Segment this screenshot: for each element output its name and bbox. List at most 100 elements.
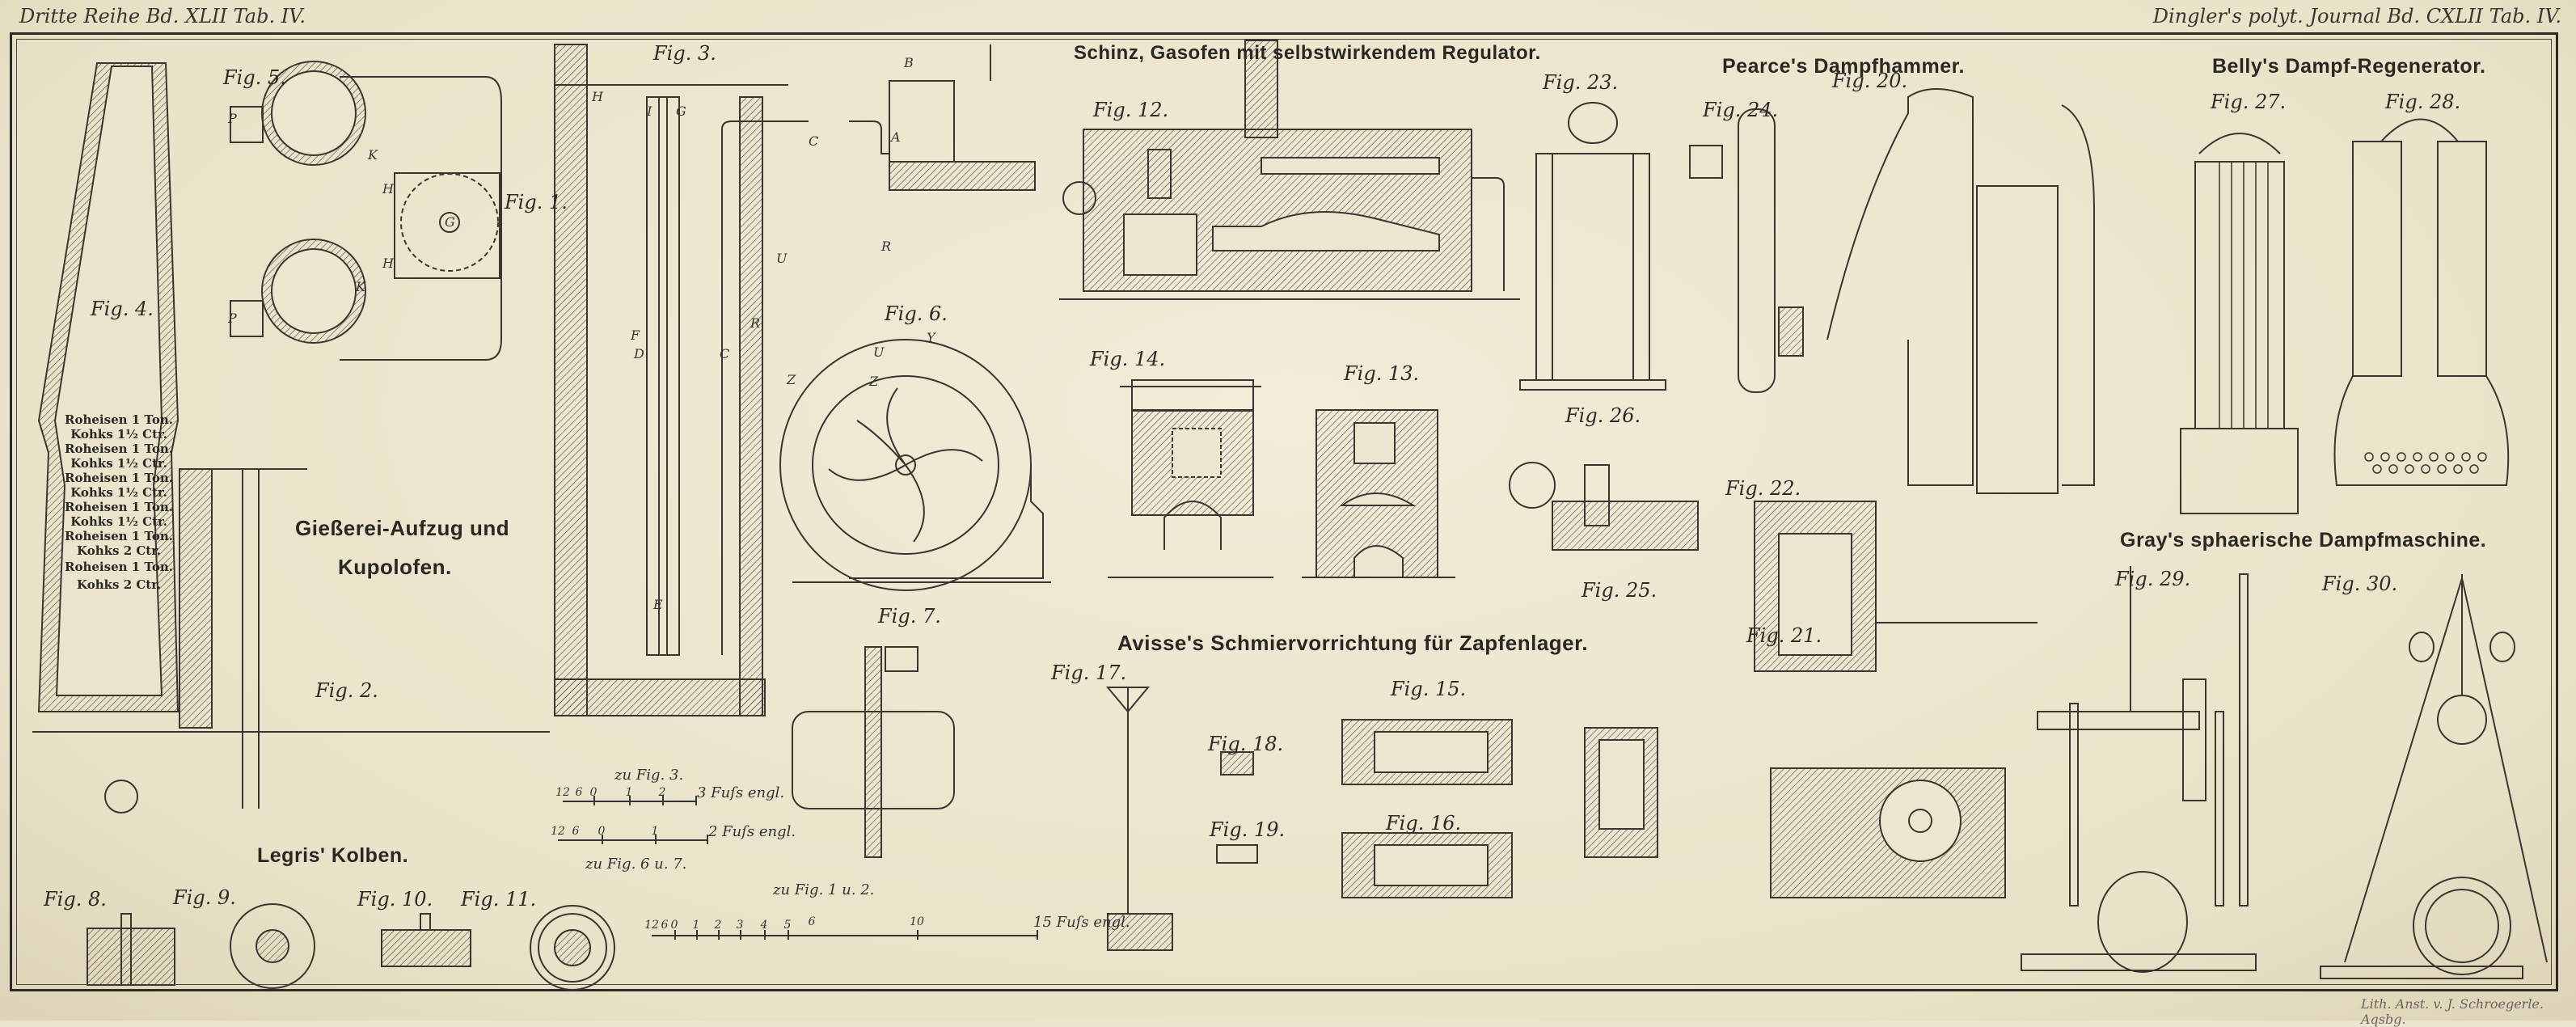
fig-label-20: Fig. 20. xyxy=(1832,70,1908,92)
scale-tick-label: 0 xyxy=(598,825,606,838)
title-legris-piston: Legris' Kolben. xyxy=(257,844,409,867)
scale-tick-label: 6 xyxy=(572,825,580,838)
scale-unit: 2 Fuſs engl. xyxy=(708,823,796,840)
part-label: C xyxy=(809,133,819,149)
part-label: D xyxy=(634,346,644,361)
scale-tick xyxy=(602,835,603,844)
fig-label-12: Fig. 12. xyxy=(1093,99,1169,121)
fig27-28-regenerator-drawing xyxy=(2180,118,2510,514)
fig-label-21: Fig. 21. xyxy=(1746,624,1822,647)
fig-label-6: Fig. 6. xyxy=(885,302,948,325)
header-right: Dingler's polyt. Journal Bd. CXLII Tab. … xyxy=(2152,5,2561,27)
fig-label-28: Fig. 28. xyxy=(2385,91,2461,113)
part-label: Y xyxy=(927,330,935,345)
fig-label-16: Fig. 16. xyxy=(1386,812,1462,835)
fig-label-18: Fig. 18. xyxy=(1208,733,1284,755)
scale-tick-label: 5 xyxy=(783,919,792,932)
charge-item: Kohks 1½ Ctr. xyxy=(70,427,167,442)
fig-label-9: Fig. 9. xyxy=(173,886,236,909)
fig-label-29: Fig. 29. xyxy=(2115,568,2191,590)
part-label: I xyxy=(647,104,652,119)
fig7-bearing-drawing xyxy=(792,646,955,858)
charge-item: Kohks 2 Ctr. xyxy=(77,543,161,558)
lithographer-imprint: Lith. Anst. v. J. Schroegerle. Aqsbg. xyxy=(2361,996,2544,1027)
title-avisse-lubricator: Avisse's Schmiervorrichtung für Zapfenla… xyxy=(1117,631,1589,655)
scale-tick-label: 0 xyxy=(589,786,598,799)
fig-label-30: Fig. 30. xyxy=(2322,573,2398,595)
scale-tick xyxy=(593,796,595,805)
title-belly-regenerator: Belly's Dampf-Regenerator. xyxy=(2212,55,2486,78)
fig17-19-drawing xyxy=(1105,687,1258,951)
part-label: K xyxy=(356,279,365,294)
scale-tick xyxy=(788,930,789,940)
fig23-24-20-drawing xyxy=(1519,88,2095,494)
part-label: H xyxy=(382,256,394,271)
charge-item: Kohks 1½ Ctr. xyxy=(70,485,167,500)
fig29-30-engine-drawing xyxy=(2021,566,2548,979)
scale-bar xyxy=(558,839,707,841)
scale-tick-label: 6 xyxy=(661,919,669,932)
scale-tick xyxy=(718,930,720,940)
charge-item: Roheisen 1 Ton. xyxy=(65,471,173,485)
part-label: R xyxy=(750,315,761,331)
charge-item: Roheisen 1 Ton. xyxy=(65,560,173,574)
fig-label-22: Fig. 22. xyxy=(1725,477,1801,500)
scale-caption: zu Fig. 3. xyxy=(614,767,684,784)
fig14-13-drawing xyxy=(1108,379,1455,578)
part-label: P xyxy=(228,311,237,326)
fig15-16-drawing xyxy=(1341,719,1513,898)
scale-tick xyxy=(1037,930,1038,940)
fig-label-5: Fig. 5. xyxy=(223,66,286,89)
charge-item: Kohks 2 Ctr. xyxy=(77,577,161,592)
fig-label-17: Fig. 17. xyxy=(1051,661,1127,684)
scale-tick-label: 2 xyxy=(658,786,666,799)
scale-fig1-2: zu Fig. 1 u. 2. 12 6 0 1 2 3 4 5 6 10 15… xyxy=(644,881,1130,946)
part-label: E xyxy=(653,597,663,612)
title-giesserei-line2: Kupolofen. xyxy=(338,555,452,579)
fig-label-14: Fig. 14. xyxy=(1090,348,1166,370)
scale-tick-label: 1 xyxy=(651,825,659,838)
fig-label-24: Fig. 24. xyxy=(1703,99,1779,121)
scale-tick-label: 4 xyxy=(760,919,768,932)
scale-caption: zu Fig. 1 u. 2. xyxy=(773,881,875,898)
fig-label-23: Fig. 23. xyxy=(1543,71,1619,94)
scale-tick xyxy=(662,796,664,805)
part-label: P xyxy=(228,111,237,126)
scale-bar xyxy=(652,935,1037,936)
scale-unit: 15 Fuſs engl. xyxy=(1033,914,1130,931)
part-label: Z xyxy=(869,374,879,389)
scale-tick xyxy=(629,796,631,805)
charge-item: Roheisen 1 Ton. xyxy=(65,500,173,514)
header-left: Dritte Reihe Bd. XLII Tab. IV. xyxy=(19,5,306,27)
title-schinz-gas-furnace: Schinz, Gasofen mit selbstwirkendem Regu… xyxy=(1074,42,1541,64)
scale-tick xyxy=(696,930,698,940)
charge-item: Roheisen 1 Ton. xyxy=(65,529,173,543)
charge-item: Roheisen 1 Ton. xyxy=(65,412,173,427)
part-label: A xyxy=(891,129,901,145)
scale-tick-label: 6 xyxy=(575,786,583,799)
scale-fig3: zu Fig. 3. 12 6 0 1 2 3 Fuſs engl. xyxy=(547,767,886,815)
fig-label-25: Fig. 25. xyxy=(1581,579,1658,602)
fig-label-4: Fig. 4. xyxy=(91,298,154,320)
title-pearce-steam-hammer: Pearce's Dampfhammer. xyxy=(1722,55,1965,78)
fig-label-27: Fig. 27. xyxy=(2211,91,2287,113)
part-label: F xyxy=(631,328,640,343)
part-label: C xyxy=(720,346,730,361)
scale-tick xyxy=(764,930,766,940)
part-label: H xyxy=(592,89,603,104)
fig-label-15: Fig. 15. xyxy=(1391,678,1467,700)
scale-tick-label: 1 xyxy=(625,786,633,799)
scale-tick-label: 6 xyxy=(808,915,816,928)
scale-tick xyxy=(695,796,697,805)
part-label: H xyxy=(382,181,394,197)
scale-fig6-7: 12 6 0 1 2 Fuſs engl. zu Fig. 6 u. 7. xyxy=(543,820,883,885)
title-giesserei-line1: Gießerei-Aufzug und xyxy=(295,516,510,540)
part-label: Z xyxy=(787,372,796,387)
scale-tick-label: 12 xyxy=(551,825,565,838)
title-gray-spherical-engine: Gray's sphaerische Dampfmaschine. xyxy=(2120,529,2487,552)
fig-label-3: Fig. 3. xyxy=(653,42,716,65)
fig-label-19: Fig. 19. xyxy=(1210,818,1286,841)
fig26-22-25-21-drawing xyxy=(1509,462,2038,898)
